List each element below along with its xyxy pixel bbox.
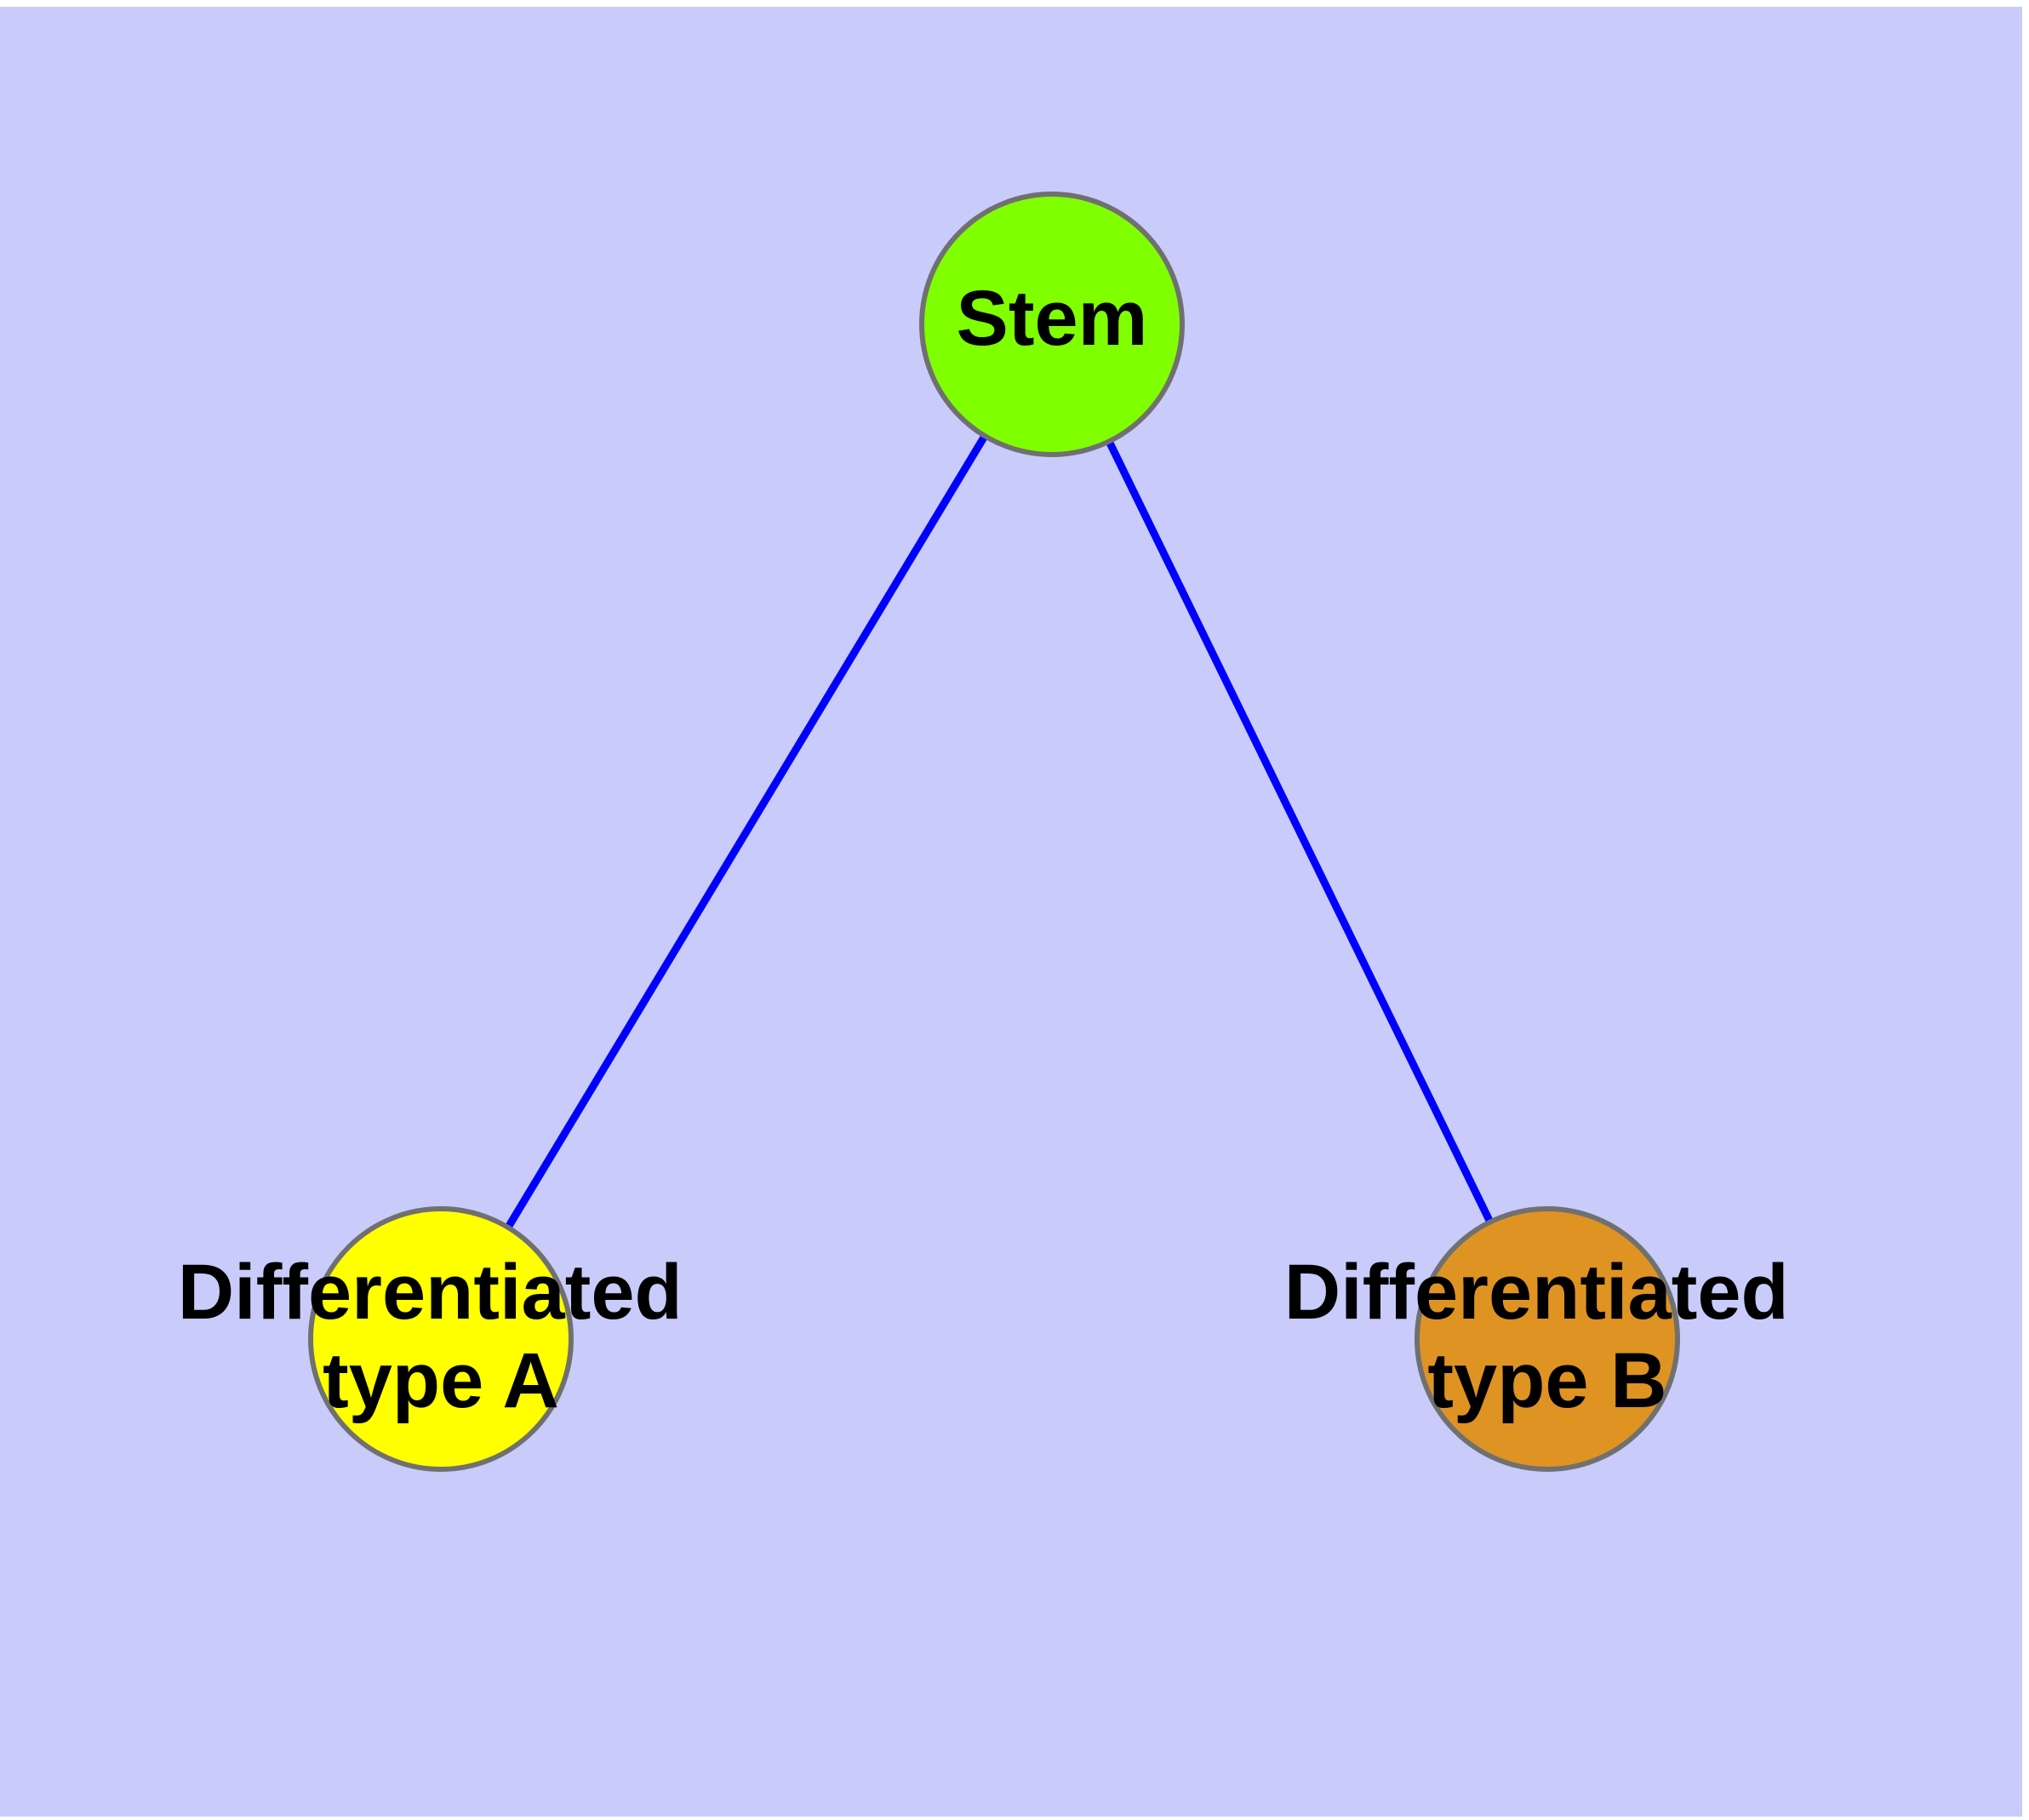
- node-label-differentiated-type-a-line-1: Differentiated: [178, 1249, 683, 1336]
- label-layer: Stem Differentiated type A Differentiate…: [178, 275, 1811, 1424]
- node-label-differentiated-type-a: Differentiated type A: [178, 1249, 705, 1424]
- edge-layer: [505, 433, 1494, 1230]
- edge-stem-to-differentiated-type-b[interactable]: [1106, 439, 1494, 1224]
- graph-canvas: Stem Differentiated type A Differentiate…: [0, 7, 2022, 1817]
- node-differentiated-type-b-circle[interactable]: [1415, 1206, 1680, 1472]
- node-stem[interactable]: [919, 192, 1185, 457]
- node-label-differentiated-type-b: Differentiated type B: [1284, 1249, 1811, 1424]
- node-differentiated-type-a[interactable]: [308, 1206, 574, 1472]
- node-label-stem: Stem: [957, 275, 1148, 362]
- node-label-stem-line-1: Stem: [957, 275, 1148, 362]
- node-differentiated-type-b[interactable]: [1415, 1206, 1680, 1472]
- node-stem-circle[interactable]: [919, 192, 1185, 457]
- node-layer: [308, 192, 1680, 1472]
- node-label-differentiated-type-b-line-2: type B: [1427, 1337, 1666, 1424]
- node-label-differentiated-type-a-line-2: type A: [323, 1337, 559, 1424]
- edge-stem-to-differentiated-type-a[interactable]: [505, 433, 988, 1230]
- graph-svg: Stem Differentiated type A Differentiate…: [178, 192, 1811, 1472]
- node-differentiated-type-a-circle[interactable]: [308, 1206, 574, 1472]
- node-label-differentiated-type-b-line-1: Differentiated: [1284, 1249, 1789, 1336]
